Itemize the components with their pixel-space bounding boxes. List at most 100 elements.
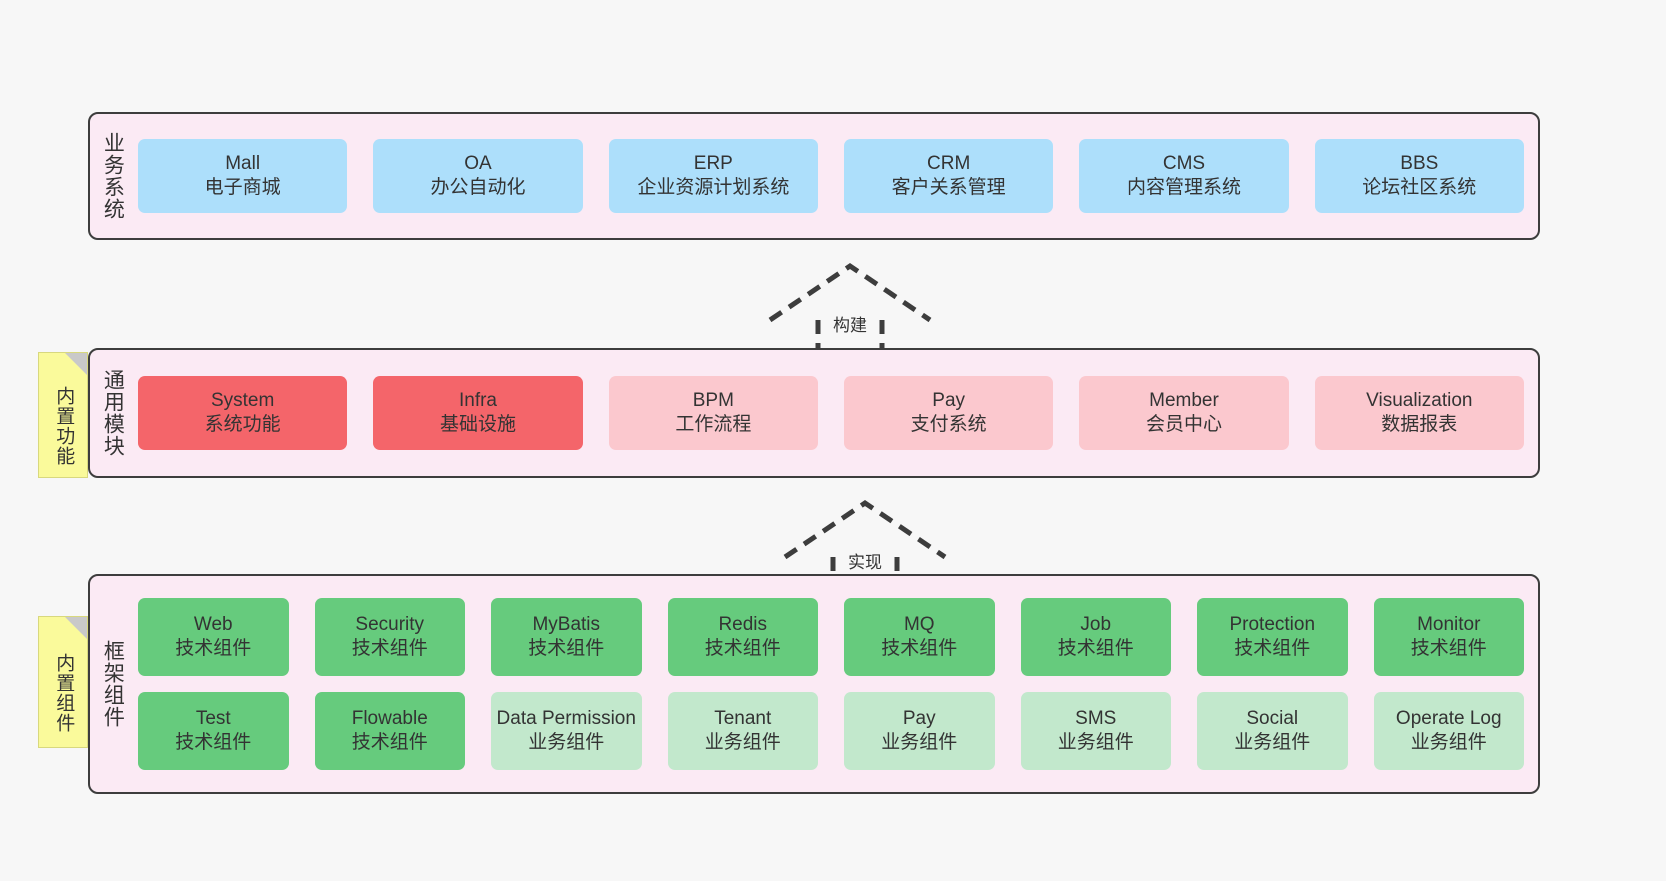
node-label: BBS — [1400, 153, 1439, 175]
node-sublabel: 技术组件 — [528, 638, 605, 659]
node-system[interactable]: System 系统功能 — [138, 376, 348, 450]
layer-body-business: Mall 电子商城 OA 办公自动化 ERP 企业资源计划系统 CRM 客户关系… — [134, 114, 1538, 238]
layer-title-common: 通用模块 — [101, 369, 125, 457]
node-web[interactable]: Web 技术组件 — [138, 598, 289, 676]
framework-row-tech: Web 技术组件 Security 技术组件 MyBatis 技术组件 Redi… — [138, 598, 1524, 676]
node-redis[interactable]: Redis 技术组件 — [667, 598, 818, 676]
node-sublabel: 业务组件 — [1234, 732, 1311, 753]
node-sublabel: 内容管理系统 — [1126, 177, 1241, 198]
node-mall[interactable]: Mall 电子商城 — [138, 139, 348, 213]
node-sublabel: 技术组件 — [351, 638, 428, 659]
node-data-permission[interactable]: Data Permission 业务组件 — [491, 692, 642, 770]
generalization-arrowhead-icon — [768, 262, 932, 323]
node-label: CMS — [1162, 153, 1206, 175]
layer-title-business: 业务系统 — [101, 132, 125, 220]
node-bpm[interactable]: BPM 工作流程 — [608, 376, 818, 450]
node-label: MyBatis — [532, 614, 601, 636]
node-sublabel: 论坛社区系统 — [1362, 177, 1477, 198]
node-label: Operate Log — [1395, 708, 1502, 730]
node-operate-log[interactable]: Operate Log 业务组件 — [1373, 692, 1524, 770]
node-crm[interactable]: CRM 客户关系管理 — [843, 139, 1054, 213]
connector-build: 构建 — [760, 258, 940, 358]
node-label: SMS — [1075, 708, 1117, 730]
node-cms[interactable]: CMS 内容管理系统 — [1079, 139, 1289, 213]
node-flowable[interactable]: Flowable 技术组件 — [314, 692, 465, 770]
node-label: Test — [195, 708, 231, 730]
node-label: Monitor — [1417, 614, 1481, 636]
node-test[interactable]: Test 技术组件 — [138, 692, 289, 770]
node-sublabel: 技术组件 — [1234, 638, 1311, 659]
node-oa[interactable]: OA 办公自动化 — [373, 139, 583, 213]
layer-common-modules: 通用模块 System 系统功能 Infra 基础设施 BPM 工作流程 Pay… — [88, 348, 1540, 478]
node-pay-component[interactable]: Pay 业务组件 — [844, 692, 995, 770]
node-sublabel: 支付系统 — [910, 414, 987, 435]
node-sublabel: 技术组件 — [1057, 638, 1134, 659]
node-sublabel: 业务组件 — [1410, 732, 1487, 753]
node-sublabel: 技术组件 — [175, 638, 252, 659]
node-sublabel: 系统功能 — [204, 414, 281, 435]
note-builtin-features: 内置功能 — [38, 352, 88, 478]
note-builtin-components: 内置组件 — [38, 616, 88, 748]
node-sublabel: 客户关系管理 — [891, 177, 1006, 198]
node-protection[interactable]: Protection 技术组件 — [1197, 598, 1348, 676]
node-sublabel: 会员中心 — [1145, 414, 1222, 435]
node-sublabel: 业务组件 — [881, 732, 958, 753]
node-label: MQ — [903, 614, 935, 636]
node-mybatis[interactable]: MyBatis 技术组件 — [491, 598, 642, 676]
business-row: Mall 电子商城 OA 办公自动化 ERP 企业资源计划系统 CRM 客户关系… — [138, 139, 1524, 213]
node-label: Social — [1246, 708, 1299, 730]
node-label: CRM — [927, 153, 971, 175]
node-monitor[interactable]: Monitor 技术组件 — [1373, 598, 1524, 676]
common-row: System 系统功能 Infra 基础设施 BPM 工作流程 Pay 支付系统… — [138, 376, 1524, 450]
node-label: Member — [1149, 390, 1219, 412]
layer-title-framework: 框架组件 — [101, 640, 125, 728]
node-label: ERP — [693, 153, 733, 175]
node-visualization[interactable]: Visualization 数据报表 — [1314, 376, 1524, 450]
node-label: Job — [1080, 614, 1112, 636]
node-sublabel: 技术组件 — [881, 638, 958, 659]
node-label: BPM — [692, 390, 734, 412]
layer-body-framework: Web 技术组件 Security 技术组件 MyBatis 技术组件 Redi… — [134, 576, 1538, 792]
node-sublabel: 业务组件 — [528, 732, 605, 753]
node-sublabel: 数据报表 — [1381, 414, 1458, 435]
node-label: Web — [193, 614, 233, 636]
node-label: Tenant — [714, 708, 772, 730]
node-label: OA — [464, 153, 492, 175]
node-label: Security — [355, 614, 425, 636]
node-label: System — [210, 390, 275, 412]
node-tenant[interactable]: Tenant 业务组件 — [667, 692, 818, 770]
node-pay-module[interactable]: Pay 支付系统 — [843, 376, 1054, 450]
node-sublabel: 业务组件 — [1057, 732, 1134, 753]
node-job[interactable]: Job 技术组件 — [1020, 598, 1171, 676]
node-label: Data Permission — [496, 708, 636, 730]
node-sublabel: 技术组件 — [175, 732, 252, 753]
generalization-arrowhead-icon — [783, 499, 947, 560]
node-sublabel: 基础设施 — [439, 414, 516, 435]
node-sublabel: 办公自动化 — [430, 177, 526, 198]
node-bbs[interactable]: BBS 论坛社区系统 — [1314, 139, 1524, 213]
node-infra[interactable]: Infra 基础设施 — [373, 376, 583, 450]
layer-framework-components: 框架组件 Web 技术组件 Security 技术组件 MyBatis 技术组件… — [88, 574, 1540, 794]
node-sublabel: 技术组件 — [1410, 638, 1487, 659]
node-sublabel: 工作流程 — [675, 414, 752, 435]
node-mq[interactable]: MQ 技术组件 — [844, 598, 995, 676]
node-social[interactable]: Social 业务组件 — [1197, 692, 1348, 770]
node-label: Mall — [225, 153, 261, 175]
node-sublabel: 电子商城 — [204, 177, 281, 198]
node-sublabel: 技术组件 — [351, 732, 428, 753]
node-erp[interactable]: ERP 企业资源计划系统 — [608, 139, 818, 213]
node-label: Infra — [458, 390, 497, 412]
node-label: Redis — [718, 614, 768, 636]
node-security[interactable]: Security 技术组件 — [314, 598, 465, 676]
node-sublabel: 业务组件 — [704, 732, 781, 753]
node-label: Pay — [932, 390, 966, 412]
node-member[interactable]: Member 会员中心 — [1079, 376, 1289, 450]
node-sublabel: 企业资源计划系统 — [637, 177, 790, 198]
node-label: Flowable — [351, 708, 428, 730]
layer-business-systems: 业务系统 Mall 电子商城 OA 办公自动化 ERP 企业资源计划系统 CRM… — [88, 112, 1540, 240]
node-sms[interactable]: SMS 业务组件 — [1020, 692, 1171, 770]
node-sublabel: 技术组件 — [704, 638, 781, 659]
framework-row-business: Test 技术组件 Flowable 技术组件 Data Permission … — [138, 692, 1524, 770]
node-label: Protection — [1229, 614, 1316, 636]
node-label: Visualization — [1366, 390, 1473, 412]
